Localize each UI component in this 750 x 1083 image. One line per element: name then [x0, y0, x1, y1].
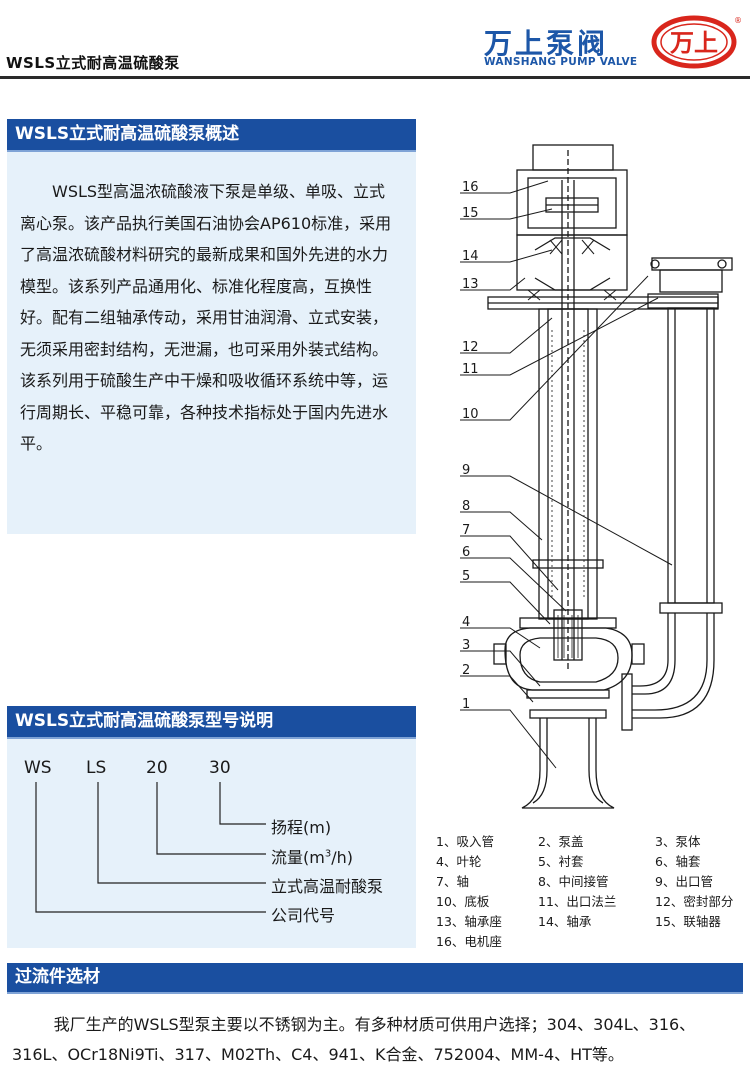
- legend-item: 4、叶轮: [436, 854, 482, 869]
- legend-item: 16、电机座: [436, 934, 502, 949]
- legend-item: 12、密封部分: [655, 894, 734, 909]
- callout-5: 5: [462, 569, 470, 584]
- logo-text: 万上: [670, 29, 718, 57]
- legend-item: 8、中间接管: [538, 874, 609, 889]
- model-code-connectors: [35, 782, 266, 913]
- code-company: WS: [24, 758, 52, 778]
- model-heading: WSLS立式耐高温硫酸泵型号说明: [7, 706, 416, 739]
- callout-1: 1: [462, 697, 470, 712]
- brand-name-cn: 万上泵阀: [484, 27, 609, 60]
- brand-name-en: WANSHANG PUMP VALVE: [484, 56, 638, 68]
- code-flow: 20: [146, 758, 168, 778]
- code-head: 30: [209, 758, 231, 778]
- overview-panel: [7, 148, 416, 534]
- model-panel: [7, 736, 416, 948]
- pump-diagram: 16 15 14 13 12 11 10 9 8 7 6 5 4 3 2 1: [460, 144, 733, 809]
- callout-6: 6: [462, 545, 470, 560]
- legend-item: 3、泵体: [655, 834, 701, 849]
- overview-body: WSLS型高温浓硫酸液下泵是单级、单吸、立式离心泵。该产品执行美国石油协会AP6…: [20, 182, 392, 453]
- legend-item: 9、出口管: [655, 874, 713, 889]
- legend-item: 13、轴承座: [436, 914, 502, 929]
- legend-item: 7、轴: [436, 874, 469, 889]
- callout-15: 15: [462, 206, 479, 221]
- page-title: WSLS立式耐高温硫酸泵: [6, 54, 180, 72]
- company-logo: 万上 ®: [651, 15, 742, 69]
- header-divider: [0, 76, 750, 79]
- materials-heading: 过流件选材: [7, 963, 743, 994]
- materials-body: 我厂生产的WSLS型泵主要以不锈钢为主。有多种材质可供用户选择；304、304L…: [12, 1015, 696, 1064]
- page-header: WSLS立式耐高温硫酸泵 万上泵阀 WANSHANG PUMP VALVE 万上…: [0, 0, 750, 80]
- legend-item: 10、底板: [436, 894, 490, 909]
- label-flow: 流量(m3/h): [271, 844, 353, 868]
- label-flow-suffix: /h): [331, 848, 353, 867]
- legend-item: 5、衬套: [538, 854, 584, 869]
- callout-16: 16: [462, 180, 479, 195]
- legend-item: 2、泵盖: [538, 834, 584, 849]
- legend-item: 6、轴套: [655, 854, 701, 869]
- legend-item: 11、出口法兰: [538, 894, 617, 909]
- callout-12: 12: [462, 340, 479, 355]
- label-head: 扬程(m): [271, 818, 332, 837]
- legend-item: 15、联轴器: [655, 914, 721, 929]
- legend-item: 14、轴承: [538, 914, 592, 929]
- callout-4: 4: [462, 615, 470, 630]
- legend-item: 1、吸入管: [436, 834, 494, 849]
- label-type: 立式高温耐酸泵: [271, 877, 384, 896]
- callout-9: 9: [462, 463, 470, 478]
- callout-3: 3: [462, 638, 470, 653]
- callout-8: 8: [462, 499, 470, 514]
- label-flow-prefix: 流量(m: [271, 848, 325, 867]
- callout-7: 7: [462, 523, 470, 538]
- callout-13: 13: [462, 277, 479, 292]
- label-company: 公司代号: [271, 906, 336, 925]
- callout-10: 10: [462, 407, 479, 422]
- registered-mark: ®: [734, 16, 742, 25]
- overview-heading: WSLS立式耐高温硫酸泵概述: [7, 119, 416, 152]
- callout-11: 11: [462, 362, 479, 377]
- label-flow-sup: 3: [324, 848, 332, 860]
- callout-14: 14: [462, 249, 479, 264]
- callout-2: 2: [462, 663, 470, 678]
- code-type: LS: [86, 758, 107, 778]
